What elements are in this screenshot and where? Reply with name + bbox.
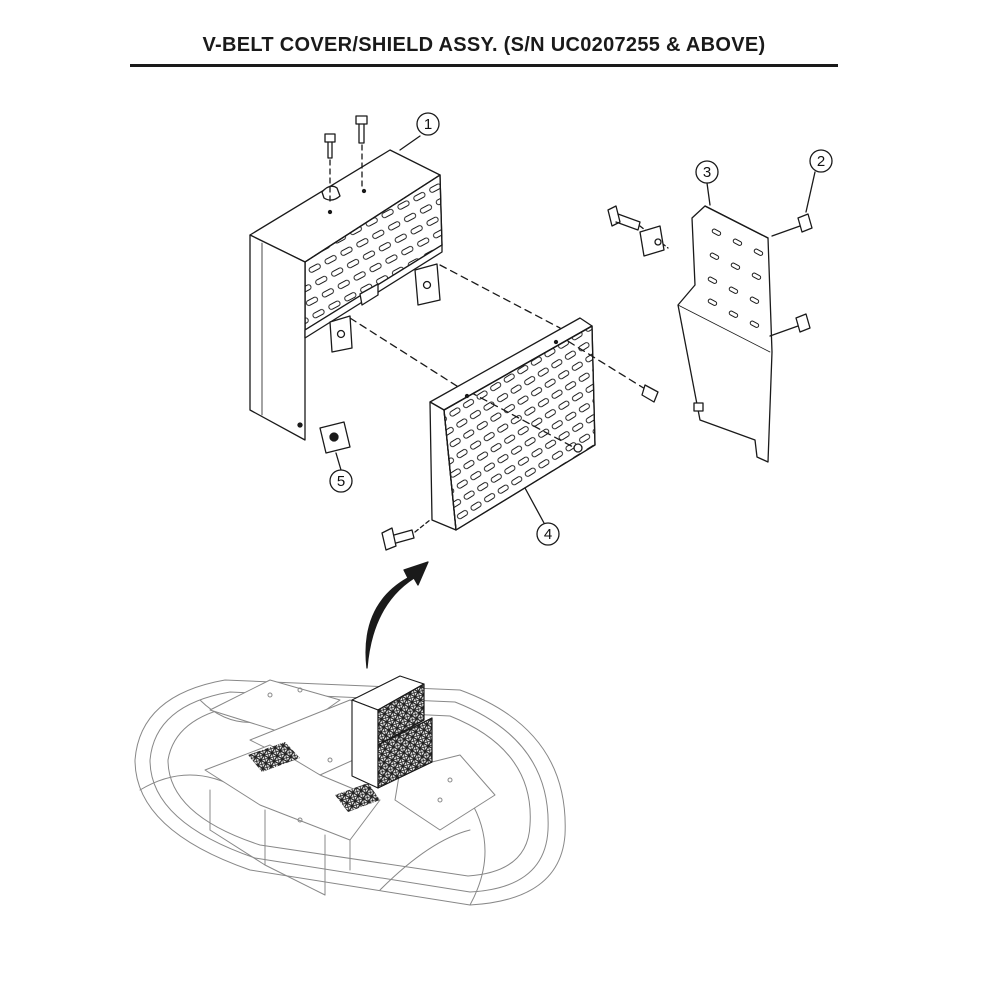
svg-text:2: 2	[817, 153, 825, 170]
shield-bolt-bottom-right	[769, 313, 811, 337]
callout-3: 3	[695, 160, 719, 206]
shield-bolt-top-right	[771, 213, 813, 237]
assembly-line	[439, 264, 561, 329]
top-bolt-right	[355, 115, 368, 189]
bracket-right	[414, 263, 441, 306]
svg-text:1: 1	[424, 116, 432, 133]
location-arrow	[365, 561, 429, 669]
shield-clip	[639, 225, 665, 257]
callout-2: 2	[805, 149, 833, 213]
top-bolt-left	[324, 133, 336, 206]
assembly-line	[349, 317, 461, 389]
clip-nut-part	[319, 421, 351, 454]
upper-cover-part	[249, 149, 443, 441]
bracket-left	[329, 315, 353, 353]
svg-text:5: 5	[337, 473, 345, 490]
callout-4: 4	[524, 487, 560, 546]
side-shield-part	[677, 205, 773, 463]
title-underline	[130, 64, 838, 67]
svg-text:4: 4	[544, 526, 552, 543]
side-bolt	[641, 384, 659, 403]
diagram-title: V-BELT COVER/SHIELD ASSY. (S/N UC0207255…	[202, 34, 766, 56]
front-cover-part	[429, 317, 596, 531]
front-bolt	[381, 519, 431, 551]
callout-5: 5	[329, 452, 353, 493]
machine-overview	[134, 679, 566, 906]
callout-1: 1	[399, 112, 440, 151]
installed-shield-assembly	[351, 675, 433, 789]
svg-text:3: 3	[703, 164, 711, 181]
